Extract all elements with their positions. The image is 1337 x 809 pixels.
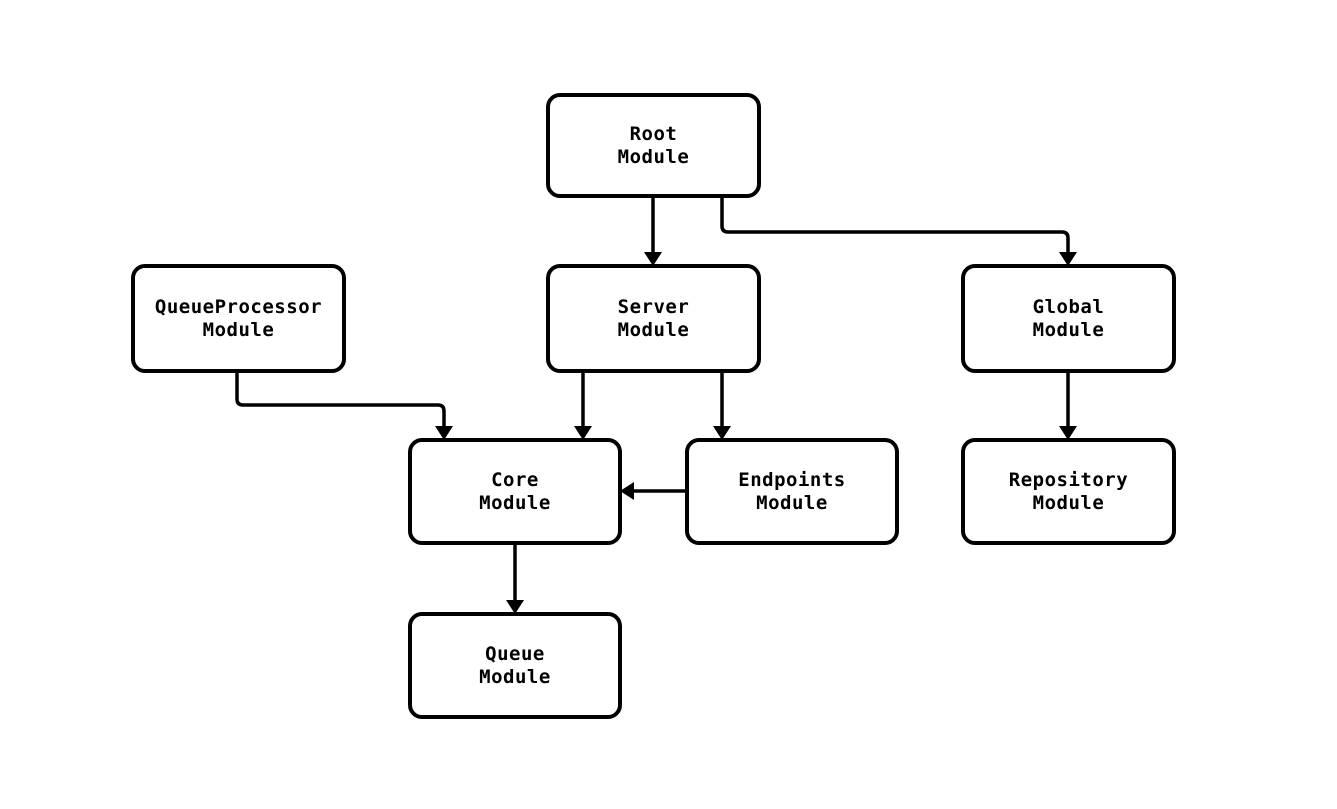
- core-module-node-box[interactable]: [408, 438, 622, 545]
- endpoints-module-node-label-line2: Module: [756, 492, 828, 514]
- root-module-node-label-line1: Root: [630, 123, 678, 145]
- edge-server-to-core: [574, 371, 592, 440]
- edge-core-to-queue: [506, 543, 524, 614]
- queue-module-node-box[interactable]: [408, 612, 622, 719]
- edge-root-to-global-arrowhead: [1059, 252, 1077, 266]
- queueprocessor-module-node-box[interactable]: [131, 264, 346, 373]
- edge-queueprocessor-to-core-line: [235, 371, 446, 428]
- root-module-node-box[interactable]: [546, 93, 761, 198]
- queueprocessor-module-node-label-line2: Module: [203, 319, 275, 341]
- edge-server-to-core-arrowhead: [574, 426, 592, 440]
- endpoints-module-node-label-line1: Endpoints: [738, 469, 845, 491]
- edge-queueprocessor-to-core-arrowhead: [435, 426, 453, 440]
- core-module-node-label-line2: Module: [479, 492, 551, 514]
- edge-core-to-queue-arrowhead: [506, 600, 524, 614]
- endpoints-module-node-box[interactable]: [685, 438, 899, 545]
- edge-layer: [235, 196, 1077, 614]
- edge-server-to-endpoints-arrowhead: [713, 426, 731, 440]
- global-module-node-box[interactable]: [961, 264, 1176, 373]
- repository-module-node-box[interactable]: [961, 438, 1176, 545]
- edge-endpoints-to-core: [620, 482, 687, 500]
- edge-root-to-server-arrowhead: [644, 252, 662, 266]
- repository-module-node-label-line2: Module: [1033, 492, 1105, 514]
- global-module-node-label-line1: Global: [1033, 296, 1105, 318]
- repository-module-node-label-line1: Repository: [1009, 469, 1128, 491]
- server-module-node-box[interactable]: [546, 264, 761, 373]
- server-module-node-label-line2: Module: [618, 319, 690, 341]
- edge-root-to-server: [644, 196, 662, 266]
- edge-root-to-global: [720, 196, 1077, 266]
- queue-module-node-label-line1: Queue: [485, 643, 545, 665]
- edge-queueprocessor-to-core: [235, 371, 453, 440]
- node-layer: RootModuleQueueProcessorModuleServerModu…: [131, 93, 1176, 719]
- edge-root-to-global-line: [720, 196, 1070, 254]
- edge-endpoints-to-core-arrowhead: [620, 482, 634, 500]
- edge-global-to-repository-arrowhead: [1059, 426, 1077, 440]
- server-module-node-label-line1: Server: [618, 296, 690, 318]
- edge-server-to-endpoints: [713, 371, 731, 440]
- global-module-node-label-line2: Module: [1033, 319, 1105, 341]
- root-module-node-label-line2: Module: [618, 146, 690, 168]
- queue-module-node-label-line2: Module: [479, 666, 551, 688]
- edge-global-to-repository: [1059, 371, 1077, 440]
- core-module-node-label-line1: Core: [491, 469, 539, 491]
- queueprocessor-module-node-label-line1: QueueProcessor: [155, 296, 322, 318]
